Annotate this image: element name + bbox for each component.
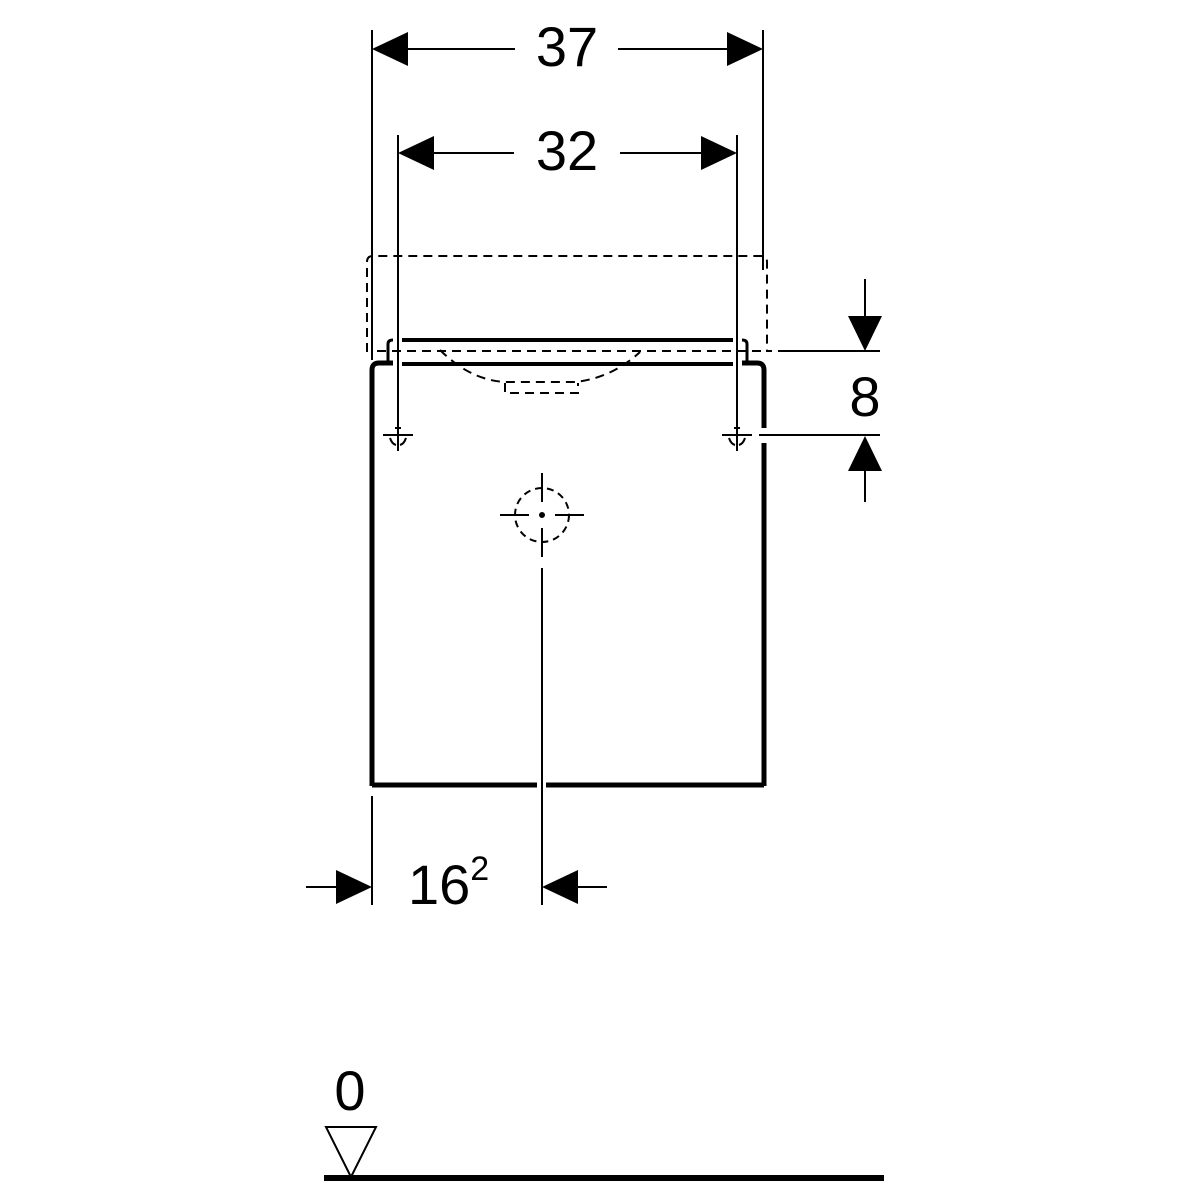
dimension-hole-spacing: 32 (397, 119, 738, 420)
cabinet-body (369, 360, 767, 788)
hole-spacing-label: 32 (536, 119, 598, 182)
dimension-hole-below-top: 8 (759, 279, 882, 502)
drain-offset-label: 162 (408, 850, 489, 916)
arrow-right-icon (336, 870, 372, 904)
arrow-left-icon (542, 870, 578, 904)
basin-top-plate (386, 338, 749, 366)
drain-connection (500, 473, 584, 905)
arrow-down-icon (848, 316, 882, 351)
arrow-right-icon (727, 32, 763, 66)
overall-width-label: 37 (536, 15, 598, 78)
mounting-hole-left (383, 420, 413, 451)
floor-level-label: 0 (334, 1059, 365, 1122)
level-triangle-icon (324, 1126, 378, 1180)
arrow-up-icon (848, 436, 882, 471)
arrow-left-icon (372, 32, 408, 66)
hole-below-top-label: 8 (849, 365, 880, 428)
dimension-overall-width: 37 (371, 15, 764, 360)
arrow-left-icon (398, 136, 434, 170)
arrow-right-icon (701, 136, 737, 170)
washbasin-outline (366, 255, 772, 394)
floor-reference: 0 (324, 1059, 884, 1181)
mounting-hole-right (722, 420, 752, 451)
dimension-drain-offset: 162 (306, 796, 607, 916)
